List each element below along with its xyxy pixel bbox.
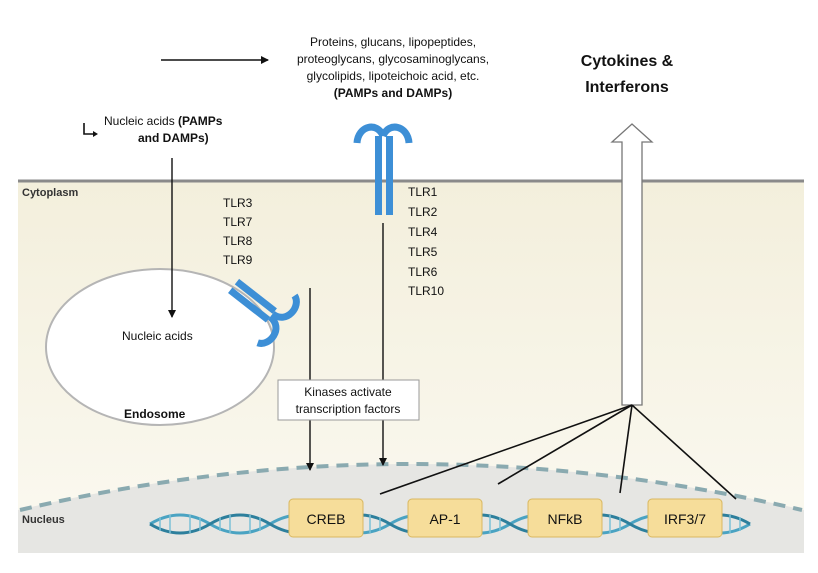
ligand-line-2: proteoglycans, glycosaminoglycans,: [297, 52, 489, 66]
tf-box-irf37: [647, 498, 723, 538]
tlr-endosomal-3: TLR9: [223, 253, 253, 267]
endosome-nucleic-acids-label: Nucleic acids: [122, 329, 193, 343]
tlr-surface-2: TLR4: [408, 225, 438, 239]
endosomal-tlr-list: TLR3 TLR7 TLR8 TLR9: [223, 196, 253, 267]
nucleic-acids-arrow-icon: [83, 123, 96, 135]
tf-label-nfkb: NFkB: [548, 511, 583, 527]
tf-box-nfkb: [527, 498, 603, 538]
tf-box-ap1: [407, 498, 483, 538]
tf-label-irf37: IRF3/7: [664, 511, 706, 527]
output-line-1: Cytokines &: [581, 53, 674, 70]
ligand-line-1: Proteins, glucans, lipopeptides,: [310, 35, 476, 49]
endosomal-tlr-receptor: [228, 278, 300, 347]
nucleus-label: Nucleus: [22, 514, 65, 526]
cytoplasm-label: Cytoplasm: [22, 187, 78, 199]
tf-label-creb: CREB: [307, 511, 346, 527]
output-line-2: Interferons: [585, 79, 669, 96]
kinase-box-line-1: Kinases activate: [304, 385, 392, 399]
tf-label-ap1: AP-1: [429, 511, 460, 527]
surface-tlr-list: TLR1 TLR2 TLR4 TLR5 TLR6 TLR10: [408, 185, 444, 298]
tlr-surface-5: TLR10: [408, 284, 444, 298]
tf-box-creb: [288, 498, 364, 538]
tlr-surface-3: TLR5: [408, 245, 438, 259]
surface-tlr-receptor: [353, 123, 413, 215]
cytokine-output-arrow: [610, 123, 654, 406]
kinase-box-line-2: transcription factors: [296, 402, 401, 416]
transcription-factors: CREB AP-1 NFkB IRF3/7: [288, 498, 723, 538]
tlr-endosomal-2: TLR8: [223, 234, 253, 248]
tlr-surface-4: TLR6: [408, 265, 438, 279]
tlr-endosomal-0: TLR3: [223, 196, 253, 210]
endosome: [45, 268, 275, 426]
tlr-surface-1: TLR2: [408, 205, 438, 219]
kinase-box: [277, 379, 420, 421]
ligand-line-4: (PAMPs and DAMPs): [334, 86, 452, 100]
nucleic-acids-top-line-1: Nucleic acids (PAMPs: [104, 114, 223, 128]
tlr-surface-0: TLR1: [408, 185, 438, 199]
ligand-line-3: glycolipids, lipoteichoic acid, etc.: [307, 69, 480, 83]
tlr-endosomal-1: TLR7: [223, 215, 253, 229]
tf-convergence-lines: [379, 404, 737, 500]
nucleic-acids-top-line-2: and DAMPs): [138, 131, 209, 145]
ligand-text: Proteins, glucans, lipopeptides, proteog…: [297, 35, 489, 100]
endosome-label: Endosome: [124, 407, 186, 421]
